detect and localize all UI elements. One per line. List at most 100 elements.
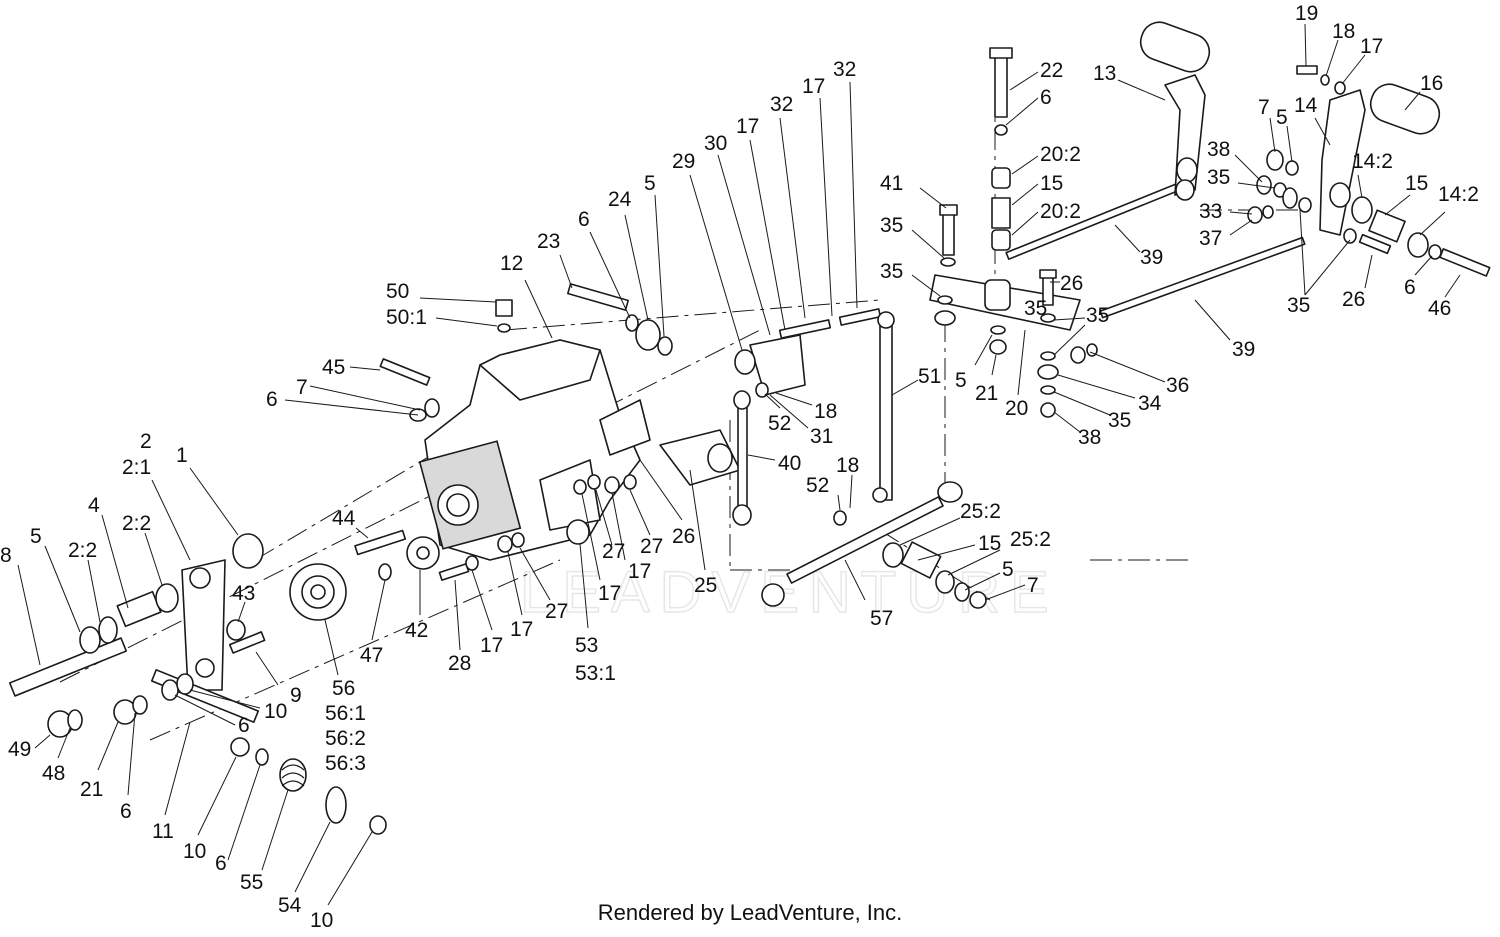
callout-label: 25:2 — [1010, 528, 1051, 551]
callout-label: 19 — [1295, 2, 1318, 25]
callout-label: 18 — [836, 454, 859, 477]
callout-label: 14:2 — [1438, 183, 1479, 206]
callout-label: 53 — [575, 634, 598, 657]
callout-label: 26 — [1060, 272, 1083, 295]
callout-label: 24 — [608, 188, 632, 211]
callout-label: 27 — [602, 540, 625, 563]
callout-label: 21 — [975, 382, 998, 405]
callout-label: 23 — [537, 230, 560, 253]
callout-label: 35 — [880, 214, 903, 237]
callout-label: 29 — [672, 150, 695, 173]
callout-label: 20:2 — [1040, 143, 1081, 166]
callout-label: 42 — [405, 619, 428, 642]
callout-label: 4 — [88, 494, 100, 517]
callout-label: 55 — [240, 871, 263, 894]
callout-label: 39 — [1232, 338, 1255, 361]
callout-label: 36 — [1166, 374, 1189, 397]
callout-label: 7 — [296, 376, 308, 399]
callout-label: 20 — [1005, 397, 1028, 420]
callout-label: 15 — [1405, 172, 1428, 195]
callout-label: 8 — [0, 544, 12, 567]
callout-label: 18 — [814, 400, 837, 423]
callout-label: 51 — [918, 365, 941, 388]
transmission-housing — [379, 283, 673, 561]
callout-label: 13 — [1093, 62, 1116, 85]
callout-label: 37 — [1199, 227, 1222, 250]
callout-label: 28 — [448, 652, 471, 675]
callout-label: 53:1 — [575, 662, 616, 685]
callout-label: 14:2 — [1352, 150, 1393, 173]
callout-label: 25 — [694, 574, 717, 597]
callout-label: 12 — [500, 252, 523, 275]
callout-label: 17 — [480, 634, 503, 657]
callout-label: 54 — [278, 894, 302, 917]
callout-label: 21 — [80, 778, 103, 801]
callout-label: 6 — [266, 388, 278, 411]
pivot-plate — [929, 47, 1098, 418]
callout-label: 6 — [1404, 276, 1416, 299]
callout-label: 32 — [833, 58, 856, 81]
callout-label: 22 — [1040, 59, 1063, 82]
callout-label: 5 — [1276, 106, 1288, 129]
callout-label: 47 — [360, 644, 383, 667]
callout-label: 48 — [42, 762, 65, 785]
callout-label: 45 — [322, 356, 345, 379]
callout-label: 6 — [1040, 86, 1052, 109]
callout-label: 11 — [152, 820, 174, 843]
callout-label: 5 — [1002, 558, 1014, 581]
callout-label: 6 — [238, 714, 250, 737]
callout-label: 50:1 — [386, 306, 427, 329]
callout-label: 10 — [264, 700, 287, 723]
callout-label: 56 — [332, 677, 355, 700]
control-linkage — [659, 308, 987, 609]
callout-label: 7 — [1258, 96, 1270, 119]
callout-label: 2:2 — [122, 512, 151, 535]
callout-label: 44 — [332, 507, 356, 530]
callout-label: 5 — [955, 369, 967, 392]
callout-label: 52 — [806, 474, 829, 497]
callout-label: 17 — [510, 618, 533, 641]
callout-label: 35 — [1287, 294, 1310, 317]
callout-label: 41 — [880, 172, 903, 195]
callout-label: 39 — [1140, 246, 1163, 269]
assembly-axes — [59, 90, 1310, 741]
callout-label: 46 — [1428, 297, 1451, 320]
callout-label: 34 — [1138, 392, 1162, 415]
callout-label: 38 — [1078, 426, 1101, 449]
callout-label: 15 — [978, 532, 1001, 555]
callout-label: 18 — [1332, 20, 1355, 43]
callout-label: 35 — [1108, 409, 1131, 432]
callout-label: 9 — [290, 684, 302, 707]
callout-label: 16 — [1420, 72, 1443, 95]
callout-label: 17 — [598, 582, 621, 605]
callout-label: 25:2 — [960, 500, 1001, 523]
callout-label: 50 — [386, 280, 409, 303]
callout-label: 56:2 — [325, 727, 366, 750]
callout-label: 35 — [1207, 166, 1230, 189]
callout-label: 2:1 — [122, 456, 151, 479]
callout-label: 5 — [644, 172, 656, 195]
leader-lines — [17, 23, 1461, 906]
callout-label: 2:2 — [68, 539, 97, 562]
sprocket-assembly — [289, 529, 479, 621]
callout-label: 10 — [183, 840, 206, 863]
callout-label: 6 — [120, 800, 132, 823]
callout-label: 31 — [810, 425, 833, 448]
callout-label: 30 — [704, 132, 727, 155]
callout-label: 6 — [215, 852, 227, 875]
callout-label: 20:2 — [1040, 200, 1081, 223]
idler-arm-assembly — [8, 533, 387, 835]
callout-label: 1 — [176, 444, 188, 467]
callout-label: 27 — [640, 535, 663, 558]
callout-label: 52 — [768, 412, 791, 435]
callout-label: 15 — [1040, 172, 1063, 195]
callout-label: 17 — [736, 115, 759, 138]
callout-label: 40 — [778, 452, 801, 475]
callout-label: 10 — [310, 909, 333, 932]
callout-label: 32 — [770, 93, 793, 116]
callout-label: 35 — [1086, 304, 1109, 327]
callout-label: 35 — [880, 260, 903, 283]
render-credit: Rendered by LeadVenture, Inc. — [597, 900, 903, 925]
callout-label: 35 — [1024, 297, 1047, 320]
